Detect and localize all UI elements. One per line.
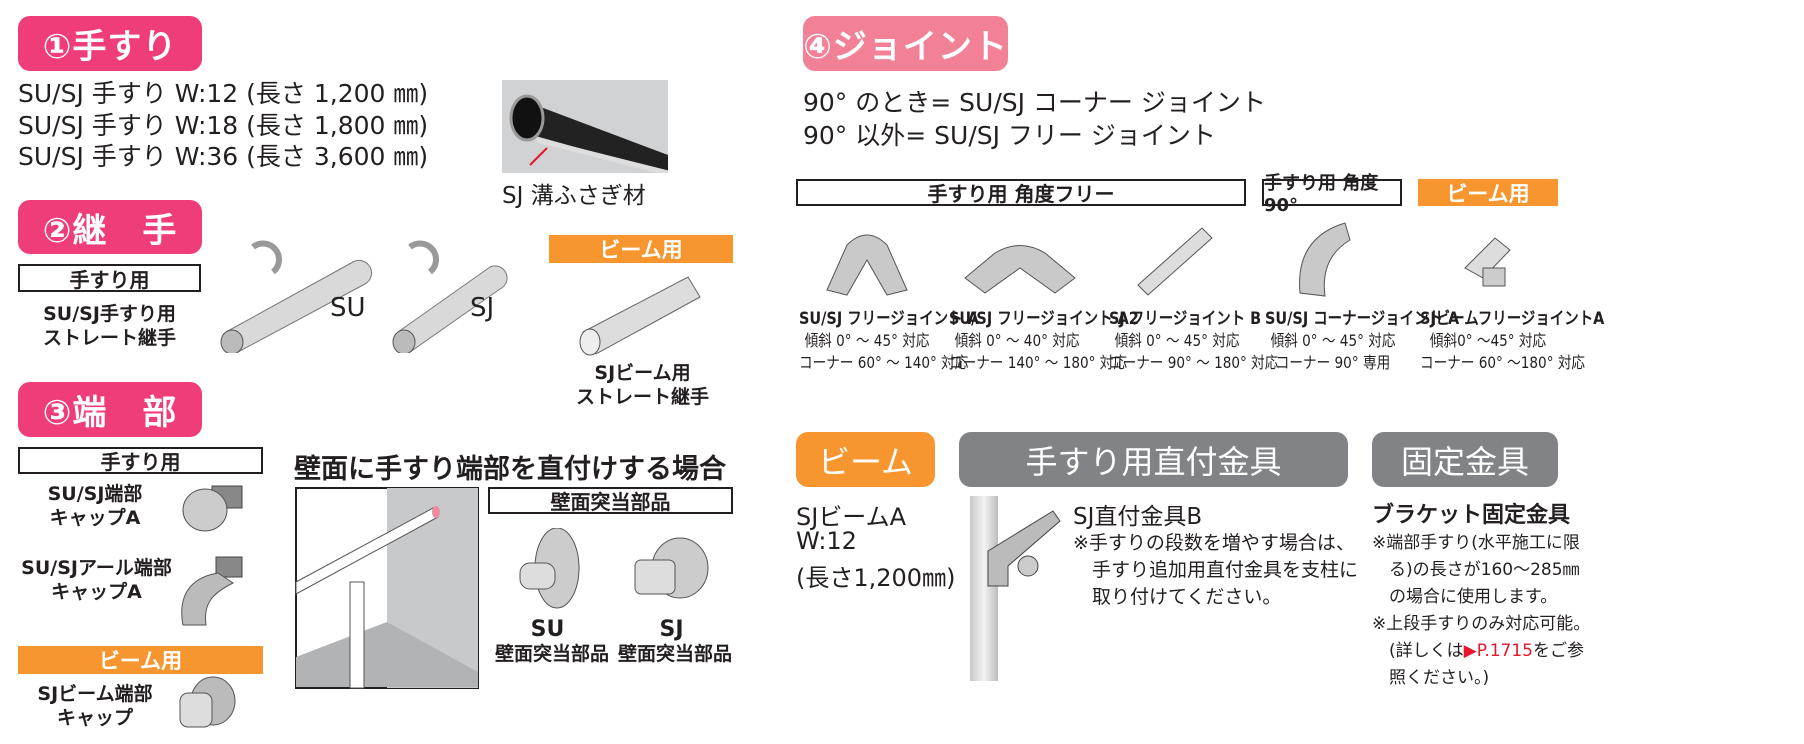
beam-header: ビーム <box>796 432 935 487</box>
beam-joint-name-2: ストレート継手 <box>575 386 709 408</box>
joint-item: SU/SJ フリージョイント A 傾斜 0° ～ 45° 対応 コーナー 60°… <box>787 308 979 374</box>
beam-joint-image <box>579 276 701 356</box>
group-free-angle: 手すり用 角度フリー <box>796 179 1246 206</box>
bracket-note-6: 照ください。) <box>1372 668 1490 688</box>
sj-joint-image <box>392 240 508 353</box>
joint-name: SJ フリージョイント B <box>1109 309 1262 329</box>
end-cap-a-image <box>182 485 243 532</box>
sj-wall-part-image <box>634 537 709 599</box>
sj-wall-label: SJ <box>659 617 684 642</box>
beam-free-joint-image <box>1464 237 1511 287</box>
group-90-angle: 手すり用 角度90° <box>1262 173 1402 216</box>
beam-end-cap-name-1: SJビーム端部 <box>37 683 153 705</box>
section-handrail-badge: ①手すり <box>18 16 202 71</box>
wall-mount-illustration <box>295 487 479 689</box>
handrail-spec-2: SU/SJ 手すり W:18 (長さ 1,800 ㎜) <box>18 111 429 140</box>
bracket-note-5-tail: をご参 <box>1533 641 1584 661</box>
handrail-spec-1: SU/SJ 手すり W:12 (長さ 1,200 ㎜) <box>18 79 429 108</box>
joint-item: SJ フリージョイント B 傾斜 0° ～ 45° 対応 コーナー 90° ～ … <box>1097 308 1279 374</box>
sj-wall-name: 壁面突当部品 <box>618 643 733 665</box>
direct-mount-note-1: ※手すりの段数を増やす場合は、 <box>1073 532 1355 554</box>
beam-joint-name-1: SJビーム用 <box>594 362 691 384</box>
su-joint-image <box>220 240 373 353</box>
joint-slope: 傾斜 0° ～ 45° 対応 <box>1270 331 1396 350</box>
bracket-note-5: (詳しくは▶P.1715をご参 <box>1372 638 1584 665</box>
joint-corner: コーナー 60° ～ 140° 対応 <box>799 353 969 372</box>
joint-name: SU/SJ フリージョイント A <box>799 309 979 329</box>
straight-joint-name-1: SU/SJ手すり用 <box>43 303 176 325</box>
end-handrail-use-label: 手すり用 <box>18 447 263 474</box>
section-joint-badge: ②継 手 <box>18 200 202 254</box>
round-end-cap-image <box>181 556 243 626</box>
wall-part-label: 壁面突当部品 <box>488 487 733 514</box>
fixed-hardware-header: 固定金具 <box>1372 432 1558 487</box>
bracket-note-2: る)の長さが160～285㎜ <box>1372 560 1580 580</box>
handrail-spec-3: SU/SJ 手すり W:36 (長さ 3,600 ㎜) <box>18 142 429 171</box>
bracket-note-3: の場合に使用します。 <box>1372 587 1558 607</box>
joint-item: SJビームフリージョイントA 傾斜0° ～45° 対応 コーナー 60° ～18… <box>1408 308 1604 374</box>
joint-item: SU/SJ コーナージョイント A 傾斜 0° ～ 45° 対応 コーナー 90… <box>1253 308 1459 374</box>
round-end-cap-name-2: キャップA <box>51 581 142 603</box>
end-cap-a-name-2: キャップA <box>49 507 141 529</box>
page-reference-link[interactable]: ▶P.1715 <box>1463 641 1533 661</box>
joint-slope: 傾斜 0° ～ 45° 対応 <box>1114 331 1240 350</box>
joint-corner: コーナー 140° ～ 180° 対応 <box>949 353 1128 372</box>
joint-corner: コーナー 90° 専用 <box>1275 353 1391 372</box>
free-joint-a-image <box>826 234 908 296</box>
joint-name: SU/SJ コーナージョイント A <box>1265 309 1460 329</box>
groove-cover-caption: SJ 溝ふさぎ材 <box>502 183 646 209</box>
su-wall-label: SU <box>530 617 565 642</box>
joint-corner: コーナー 60° ～180° 対応 <box>1420 353 1586 372</box>
end-beam-use-label: ビーム用 <box>18 646 263 674</box>
handrail-use-label: 手すり用 <box>18 264 201 292</box>
section-end-badge: ③端 部 <box>18 382 202 437</box>
direct-mount-header: 手すり用直付金具 <box>959 432 1348 487</box>
bracket-name: ブラケット固定金具 <box>1372 503 1571 528</box>
su-label: SU <box>330 293 366 323</box>
direct-mount-note-2: 手すり追加用直付金具を支柱に <box>1073 559 1359 581</box>
straight-joint-name-2: ストレート継手 <box>42 327 176 349</box>
joint-rule-other: 90° 以外= SU/SJ フリー ジョイント <box>803 121 1216 150</box>
group-beam: ビーム用 <box>1418 179 1558 206</box>
joint-name: SU/SJ フリージョイント A2 <box>949 309 1139 329</box>
su-wall-part-image <box>519 528 580 609</box>
end-cap-a-name-1: SU/SJ端部 <box>47 483 143 505</box>
direct-mount-name: SJ直付金具B <box>1073 504 1203 530</box>
direct-mount-bracket-image <box>970 496 1061 681</box>
bracket-note-4: ※上段手すりのみ対応可能。 <box>1372 614 1591 634</box>
beam-length: (長さ1,200㎜) <box>796 564 956 592</box>
bracket-note-1: ※端部手すり(水平施工に限 <box>1372 533 1580 553</box>
beam-name: SJビームA <box>796 503 907 531</box>
free-joint-a2-image <box>964 245 1076 294</box>
joint-slope: 傾斜0° ～45° 対応 <box>1429 331 1547 350</box>
free-joint-b-image <box>1137 227 1213 296</box>
direct-mount-note-3: 取り付けてください。 <box>1073 586 1282 608</box>
beam-end-cap-name-2: キャップ <box>56 707 133 729</box>
beam-end-cap-image <box>179 676 236 728</box>
joint-slope: 傾斜 0° ～ 45° 対応 <box>804 331 930 350</box>
joint-corner: コーナー 90° ～ 180° 対応 <box>1109 353 1279 372</box>
joint-name: SJビームフリージョイントA <box>1420 309 1605 329</box>
corner-joint-a-image <box>1299 222 1351 297</box>
bracket-note-5-text: (詳しくは <box>1372 641 1464 661</box>
joint-slope: 傾斜 0° ～ 40° 対応 <box>954 331 1080 350</box>
beam-use-label: ビーム用 <box>549 235 733 263</box>
groove-cover-image <box>502 80 668 173</box>
sj-label: SJ <box>470 293 495 323</box>
su-wall-name: 壁面突当部品 <box>495 643 610 665</box>
joint-item: SU/SJ フリージョイント A2 傾斜 0° ～ 40° 対応 コーナー 14… <box>937 308 1139 374</box>
wall-mount-heading: 壁面に手すり端部を直付けする場合 <box>294 454 726 485</box>
joint-rule-90: 90° のとき= SU/SJ コーナー ジョイント <box>803 88 1266 117</box>
beam-width: W:12 <box>796 527 857 555</box>
round-end-cap-name-1: SU/SJアール端部 <box>21 557 172 579</box>
section-joints-badge: ④ジョイント <box>803 16 1008 71</box>
